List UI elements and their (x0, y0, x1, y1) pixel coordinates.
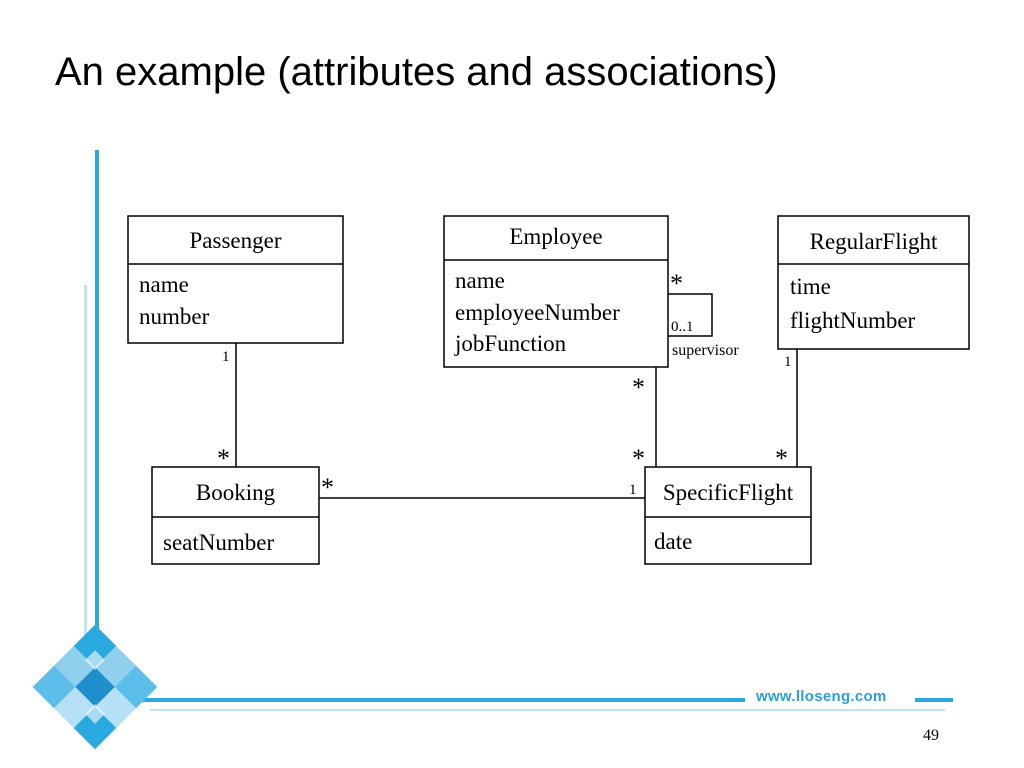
multiplicity-label: 0..1 (671, 319, 694, 335)
class-name: RegularFlight (810, 229, 938, 254)
class-passenger: Passenger name number (127, 215, 344, 344)
multiplicity-label: 1 (222, 349, 230, 365)
vertical-accent-bar (95, 150, 99, 690)
class-specificflight: SpecificFlight date (644, 466, 812, 565)
class-name: Booking (196, 480, 276, 505)
multiplicity-label: * (775, 444, 788, 473)
multiplicity-label: * (670, 269, 683, 298)
slide-title: An example (attributes and associations) (55, 50, 778, 94)
class-name: Employee (509, 224, 602, 249)
attribute: name (139, 272, 189, 297)
multiplicity-label: 1 (629, 482, 637, 498)
multiplicity-label: * (632, 373, 645, 402)
class-name: SpecificFlight (663, 480, 794, 505)
class-employee: Employee name employeeNumber jobFunction (443, 215, 669, 368)
association-employee-supervisor (668, 293, 713, 337)
diamond-logo-icon (32, 624, 158, 750)
class-booking: Booking seatNumber (151, 466, 320, 565)
role-name: supervisor (672, 342, 739, 359)
attribute: date (654, 529, 692, 554)
attribute: flightNumber (790, 308, 916, 333)
multiplicity-label: * (217, 444, 230, 473)
horizontal-accent-bar (140, 698, 745, 702)
class-name: Passenger (190, 228, 282, 253)
attribute: employeeNumber (455, 300, 620, 325)
horizontal-accent-bar-faint (150, 709, 945, 711)
page-number: 49 (923, 727, 939, 744)
class-regularflight: RegularFlight time flightNumber (777, 215, 970, 350)
multiplicity-label: * (632, 444, 645, 473)
website-url: www.lloseng.com (756, 688, 887, 705)
vertical-accent-bar-faint (84, 285, 87, 675)
horizontal-accent-bar-end (915, 698, 953, 702)
attribute: time (790, 274, 831, 299)
attribute: name (455, 268, 505, 293)
attribute: jobFunction (454, 331, 567, 356)
attribute: seatNumber (163, 530, 274, 555)
attribute: number (139, 304, 210, 329)
multiplicity-label: 1 (784, 354, 792, 370)
multiplicity-label: * (321, 473, 334, 502)
